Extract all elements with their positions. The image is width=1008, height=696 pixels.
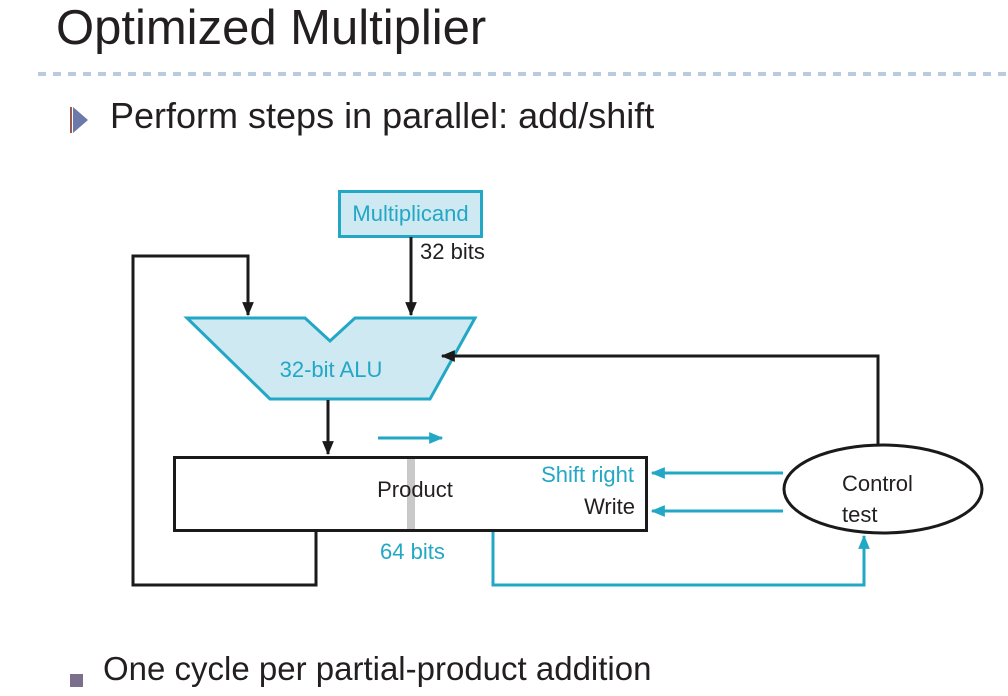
- bullet-text: One cycle per partial-product addition: [103, 650, 652, 687]
- control-test-label: test: [842, 502, 878, 527]
- multiplicand-register: [338, 190, 483, 238]
- alu-shape: [183, 316, 478, 401]
- product-label: Product: [377, 477, 453, 502]
- write-label: Write: [584, 494, 635, 519]
- shift-right-label: Shift right: [541, 462, 634, 487]
- control-to-alu-line: [440, 350, 880, 444]
- bullet-accent-bar: [70, 107, 72, 133]
- header-divider: [38, 72, 1008, 76]
- page-title: Optimized Multiplier: [56, 1, 487, 55]
- square-bullet-icon: [70, 674, 83, 687]
- multiplicand-label: Multiplicand: [352, 200, 469, 226]
- multiplicand-width-label: 32 bits: [420, 239, 485, 264]
- control-ellipse: [782, 443, 984, 535]
- product-divider: [407, 459, 415, 529]
- triangle-bullet-icon: [73, 107, 88, 133]
- control-label: Control: [842, 471, 913, 496]
- product-width-label: 64 bits: [380, 539, 445, 564]
- product-to-control-line: [491, 532, 870, 587]
- alu-label: 32-bit ALU: [279, 357, 383, 382]
- bullet-text: Perform steps in parallel: add/shift: [110, 95, 655, 136]
- loop-feedback-line: [131, 254, 318, 587]
